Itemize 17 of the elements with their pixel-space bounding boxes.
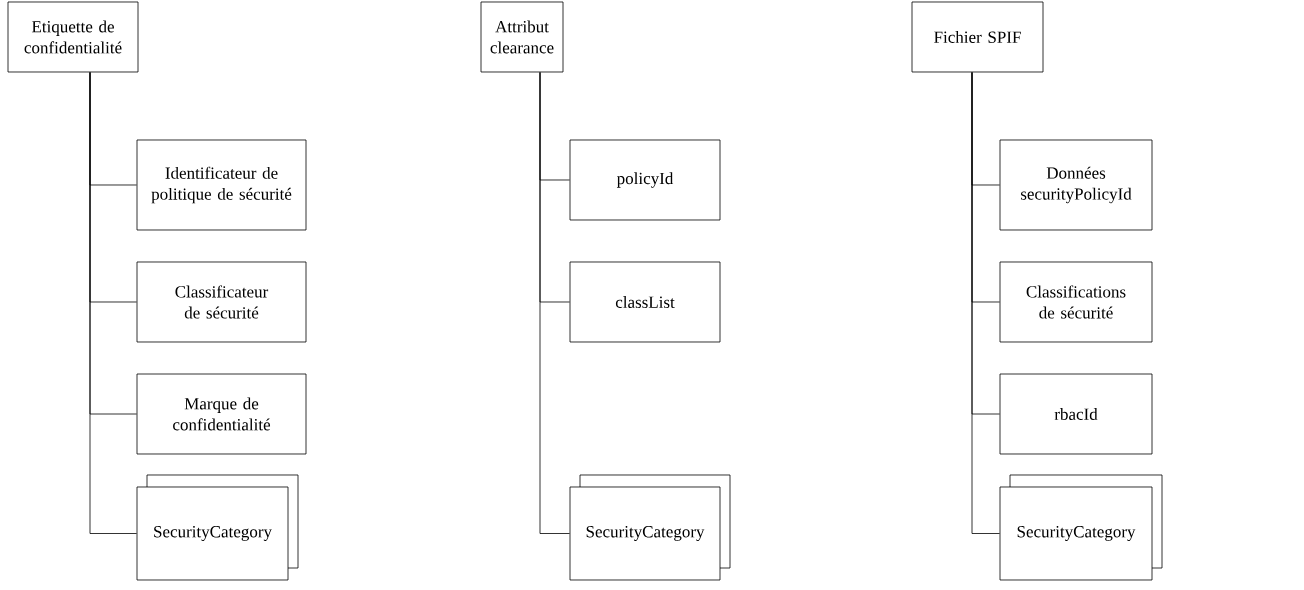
stacked-box: SecurityCategory [569, 474, 731, 581]
connector [539, 72, 570, 534]
connector [89, 72, 137, 534]
text-box: policyId [569, 139, 721, 221]
connector [971, 72, 1000, 534]
text-box: Identificateur de politique de sécurité [136, 139, 307, 231]
text-box: Marque de confidentialité [136, 373, 307, 455]
text-box: Fichier SPIF [911, 1, 1044, 73]
text-box: Etiquette de confidentialité [7, 1, 139, 73]
stacked-box: SecurityCategory [136, 474, 299, 581]
text-box: Classificateur de sécurité [136, 261, 307, 343]
text-box: Données securityPolicyId [999, 139, 1153, 231]
text-box: Attribut clearance [480, 1, 564, 73]
text-box: Classifications de sécurité [999, 261, 1153, 343]
text-box: rbacId [999, 373, 1153, 455]
stacked-box: SecurityCategory [999, 474, 1163, 581]
text-box: classList [569, 261, 721, 343]
